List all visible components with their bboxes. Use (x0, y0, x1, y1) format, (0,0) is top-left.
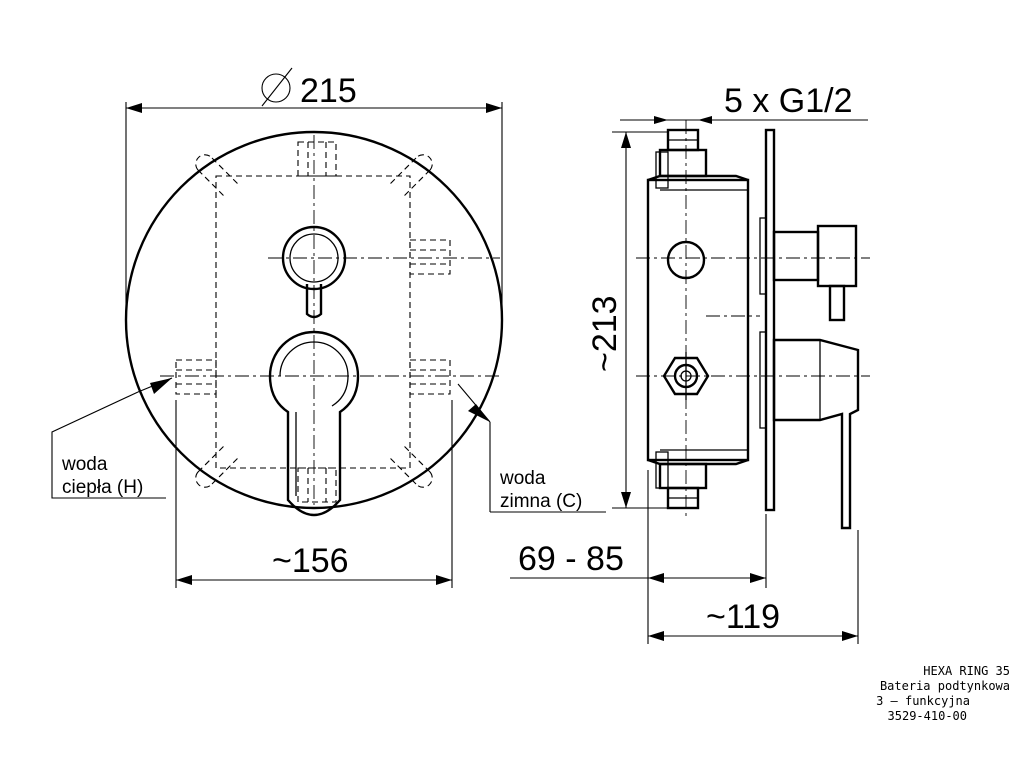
hot-water-label-2: ciepła (H) (62, 477, 143, 498)
front-view: 215 ~156 woda ciepła (H) woda zimna (C) (51, 67, 606, 588)
side-valve-body (646, 178, 750, 462)
dimension-front-width (175, 400, 453, 588)
front-width-value: ~156 (272, 542, 349, 580)
title-line-3: 3 – funkcyjna (876, 694, 970, 708)
dimension-height (612, 131, 668, 509)
side-diverter-knob (772, 224, 858, 322)
depth-total-value: ~119 (706, 598, 780, 636)
dimension-diameter (125, 67, 503, 320)
hot-water-label-1: woda (61, 454, 108, 475)
diverter-knob (281, 225, 347, 319)
connections-value: 5 x G1/2 (724, 82, 853, 120)
title-line-2: Bateria podtynkowa (880, 679, 1010, 693)
side-cover-plate (764, 128, 776, 512)
mixer-lever (268, 330, 360, 517)
dimension-depth-total (648, 530, 859, 644)
height-value: ~213 (586, 295, 624, 372)
cold-water-leader (457, 383, 606, 513)
cold-water-label-1: woda (499, 468, 546, 489)
side-top-fitting (655, 128, 708, 189)
side-view: 5 x G1/2 ~213 69 - 85 ~119 (510, 82, 870, 644)
hidden-valve-body (215, 175, 411, 469)
side-mixer-lever (772, 338, 860, 530)
side-centre-lines (636, 120, 870, 520)
title-block: HEXA RING 35 Bateria podtynkowa 3 – funk… (876, 664, 1010, 723)
side-bottom-fitting (655, 451, 708, 510)
front-centre-lines (160, 135, 500, 505)
hidden-ports (175, 141, 451, 503)
hidden-mounting-lugs (195, 154, 433, 488)
dimension-depth-range (510, 470, 767, 644)
title-line-1: HEXA RING 35 (923, 664, 1010, 678)
diameter-value: 215 (300, 72, 357, 110)
title-line-4: 3529-410-00 (888, 709, 967, 723)
hot-water-leader (51, 377, 173, 499)
cold-water-label-2: zimna (C) (500, 491, 582, 512)
depth-range-value: 69 - 85 (518, 540, 624, 578)
